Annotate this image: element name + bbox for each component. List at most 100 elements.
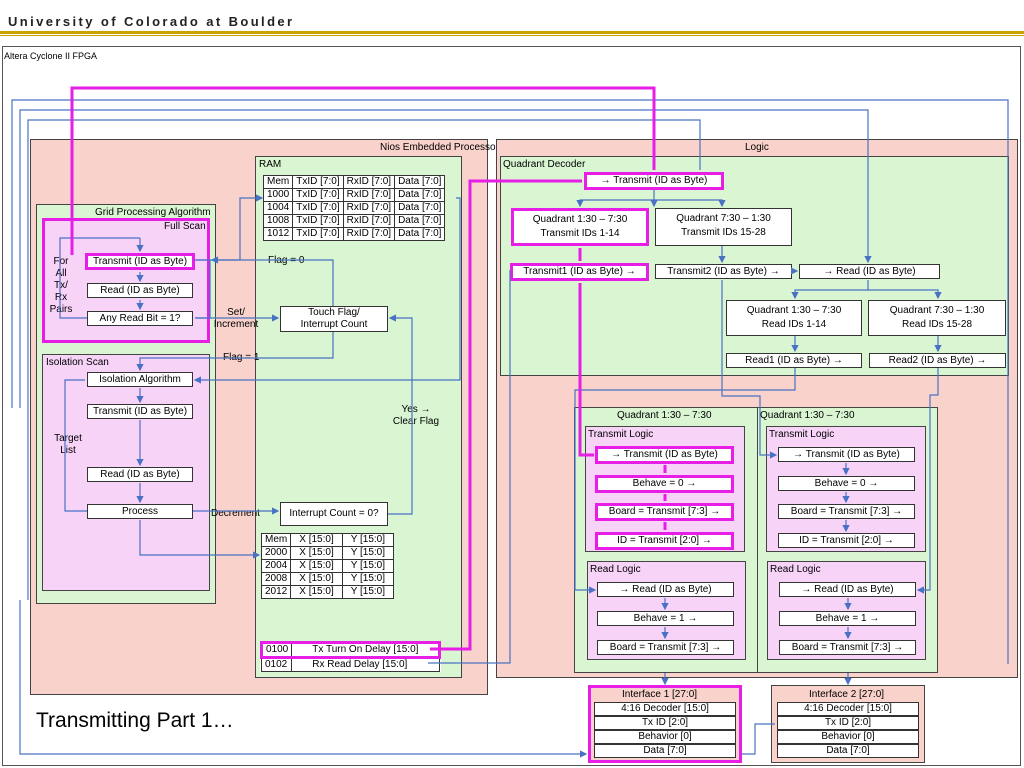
wire (791, 280, 869, 300)
q1-behave1-item: Behave = 1 → (597, 611, 734, 626)
qd-read2-box: Read2 (ID as Byte) → (869, 353, 1006, 368)
qd-read-quadrant-b-box: Quadrant 7:30 – 1:30 Read IDs 15-28 (868, 300, 1006, 336)
isolation-read-box: Read (ID as Byte) (87, 467, 193, 482)
wire (139, 520, 261, 559)
highlight-path (430, 179, 582, 651)
quadrant-1-title: Quadrant 1:30 – 7:30 (617, 410, 712, 421)
table-row: 1000 TxID [7:0] RxID [7:0] Data [7:0] (262, 188, 446, 202)
wire (64, 379, 87, 512)
q1-read-board-item: Board = Transmit [7:3] → (597, 640, 734, 655)
wire (428, 270, 511, 664)
highlight-path (578, 283, 594, 457)
q1-transmit-item: → Transmit (ID as Byte) (595, 446, 734, 464)
interface-1-title: Interface 1 [27:0] (622, 689, 698, 700)
q2-read-board-item: Board = Transmit [7:3] → (779, 640, 916, 655)
table-cell: 0102 (260, 657, 293, 672)
touch-flag-box: Touch Flag/ Interrupt Count (280, 306, 388, 332)
q2-transmit-item: → Transmit (ID as Byte) (778, 447, 915, 462)
wire (388, 314, 413, 515)
wire (136, 332, 334, 372)
ram-table-delays: 0100 Tx Turn On Delay [15:0] 0102 Rx Rea… (259, 641, 442, 672)
wire (576, 199, 654, 208)
interface-1-row: Data [7:0] (594, 744, 736, 758)
table-row: 1012 TxID [7:0] RxID [7:0] Data [7:0] (262, 227, 446, 241)
interface-2-row: Behavior [0] (777, 730, 919, 744)
logic-title: Logic (745, 142, 769, 153)
header-rule-thin (0, 35, 1024, 36)
wire (210, 256, 334, 306)
wire (195, 194, 264, 261)
interface-2-row: Tx ID [2:0] (777, 716, 919, 730)
wire (19, 109, 872, 408)
wire (654, 199, 726, 208)
target-list-label: Target List (54, 433, 82, 456)
for-all-pairs-label: For All Tx/ Rx Pairs (49, 256, 73, 315)
qd-transmit-in-box: → Transmit (ID as Byte) (584, 172, 724, 190)
table-cell: TxID [7:0] (292, 227, 344, 241)
quadrant-2-title: Quadrant 1:30 – 7:30 (760, 410, 855, 421)
isolation-algorithm-box: Isolation Algorithm (87, 372, 193, 387)
header-rule (0, 31, 1024, 34)
table-row: 2004 X [15:0] Y [15:0] (260, 559, 395, 573)
table-row: 2012 X [15:0] Y [15:0] (260, 585, 395, 599)
ram-table-ids: Mem TxID [7:0] RxID [7:0] Data [7:0] 100… (262, 175, 446, 241)
wire (19, 600, 588, 758)
qd-read-in-box: → Read (ID as Byte) (799, 264, 940, 279)
wire (742, 723, 775, 755)
any-read-bit-box: Any Read Bit = 1? (87, 311, 193, 326)
table-cell: Rx Read Delay [15:0] (291, 657, 441, 672)
read-box: Read (ID as Byte) (87, 283, 193, 298)
q1-board-item: Board = Transmit [7:3] → (595, 503, 734, 521)
table-cell: Y [15:0] (341, 585, 395, 599)
transmit-box: Transmit (ID as Byte) (85, 253, 195, 270)
nios-title: Nios Embedded Processor (380, 142, 499, 153)
qd-transmit1-box: Transmit1 (ID as Byte) → (510, 263, 649, 281)
q2-read-logic-title: Read Logic (770, 564, 821, 575)
wire (196, 259, 211, 319)
interface-1-row: Tx ID [2:0] (594, 716, 736, 730)
table-cell: Data [7:0] (394, 227, 446, 241)
qd-read1-box: Read1 (ID as Byte) → (726, 353, 862, 368)
isolation-scan-title: Isolation Scan (46, 357, 109, 368)
ram-title: RAM (259, 159, 282, 170)
table-cell: 1012 (262, 227, 294, 241)
q1-transmit-logic-title: Transmit Logic (588, 429, 654, 440)
qd-read-quadrant-a-box: Quadrant 1:30 – 7:30 Read IDs 1-14 (726, 300, 862, 336)
ram-table-coords: Mem X [15:0] Y [15:0] 2000 X [15:0] Y [1… (260, 533, 395, 599)
q2-id-item: ID = Transmit [2:0] → (778, 533, 915, 548)
table-row-rx-delay: 0102 Rx Read Delay [15:0] (260, 657, 441, 672)
isolation-transmit-box: Transmit (ID as Byte) (87, 404, 193, 419)
interface-2-row: Data [7:0] (777, 744, 919, 758)
qd-quadrant-a-box: Quadrant 1:30 – 7:30 Transmit IDs 1-14 (511, 208, 649, 246)
yes-clear-flag-label: Yes → Clear Flag (392, 404, 440, 427)
wire (574, 368, 796, 594)
page-header-title: University of Colorado at Boulder (8, 14, 295, 29)
qd-quadrant-b-box: Quadrant 7:30 – 1:30 Transmit IDs 15-28 (655, 208, 792, 246)
wire (11, 99, 1009, 664)
wire (27, 119, 701, 600)
qd-transmit2-box: Transmit2 (ID as Byte) → (655, 264, 792, 279)
full-scan-title: Full Scan (164, 221, 206, 232)
table-header-row: Mem X [15:0] Y [15:0] (260, 533, 395, 547)
slide-caption: Transmitting Part 1… (36, 709, 234, 732)
q1-behave-item: Behave = 0 → (595, 475, 734, 493)
q2-transmit-logic-title: Transmit Logic (769, 429, 835, 440)
decrement-label: Decrement (211, 508, 260, 519)
table-cell: 0100 (259, 641, 293, 659)
grid-processing-title: Grid Processing Algorithm (95, 207, 211, 218)
highlight-path (70, 86, 656, 255)
q1-id-item: ID = Transmit [2:0] → (595, 532, 734, 550)
table-cell: X [15:0] (290, 585, 343, 599)
q2-behave-item: Behave = 0 → (778, 476, 915, 491)
q2-board-item: Board = Transmit [7:3] → (778, 504, 915, 519)
q1-read-item: → Read (ID as Byte) (597, 582, 734, 597)
interface-2-title: Interface 2 [27:0] (809, 689, 885, 700)
fpga-label: Altera Cyclone II FPGA (4, 51, 98, 61)
interrupt-count-box: Interrupt Count = 0? (280, 502, 388, 526)
table-row-tx-delay: 0100 Tx Turn On Delay [15:0] (259, 641, 442, 659)
interface-2-row: 4:16 Decoder [15:0] (777, 702, 919, 716)
quadrant-decoder-title: Quadrant Decoder (503, 159, 586, 170)
set-increment-label: Set/ Increment (213, 307, 259, 330)
q2-behave1-item: Behave = 1 → (779, 611, 916, 626)
